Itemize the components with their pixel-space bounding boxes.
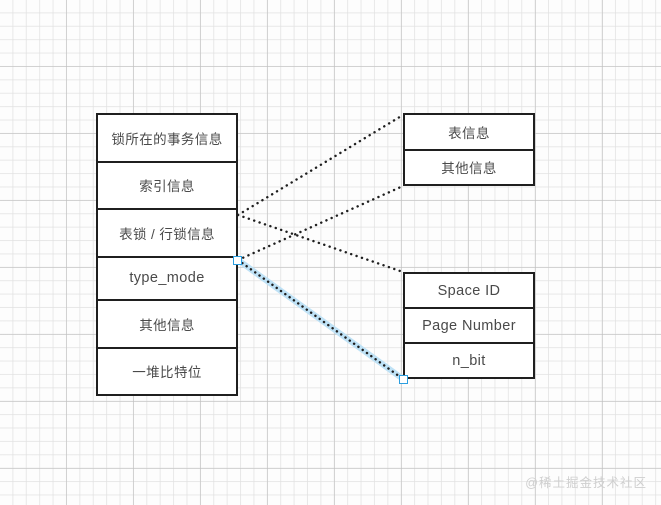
row-index-info[interactable]: 索引信息 <box>98 160 236 208</box>
row-other-info[interactable]: 其他信息 <box>98 299 236 347</box>
row-bitmap[interactable]: 一堆比特位 <box>98 346 236 394</box>
row-table-or-row-lock-info[interactable]: 表锁 / 行锁信息 <box>98 208 236 256</box>
row-n-bit[interactable]: n_bit <box>405 342 533 377</box>
shape-lock-structure[interactable]: 锁所在的事务信息 索引信息 表锁 / 行锁信息 type_mode 其他信息 一… <box>96 113 238 396</box>
row-lock-transaction-info[interactable]: 锁所在的事务信息 <box>98 115 236 161</box>
connector-lock-to-n-bit-highlight <box>235 257 406 382</box>
connector-lock-to-row-other-info[interactable] <box>236 184 405 262</box>
shape-row-lock-detail[interactable]: Space ID Page Number n_bit <box>403 272 535 379</box>
connector-lock-to-n-bit[interactable] <box>236 258 405 381</box>
shape-table-lock-detail[interactable]: 表信息 其他信息 <box>403 113 535 186</box>
row-page-number[interactable]: Page Number <box>405 307 533 342</box>
row-table-info[interactable]: 表信息 <box>405 115 533 149</box>
row-type-mode[interactable]: type_mode <box>98 255 236 299</box>
connector-source-handle[interactable] <box>233 256 242 265</box>
watermark: @稀土掘金技术社区 <box>525 476 647 490</box>
connector-lock-to-other-info[interactable] <box>236 213 405 274</box>
row-table-other-info[interactable]: 其他信息 <box>405 148 533 184</box>
connector-lock-to-table-info[interactable] <box>236 113 405 217</box>
connector-target-handle[interactable] <box>399 375 408 384</box>
row-space-id[interactable]: Space ID <box>405 274 533 307</box>
